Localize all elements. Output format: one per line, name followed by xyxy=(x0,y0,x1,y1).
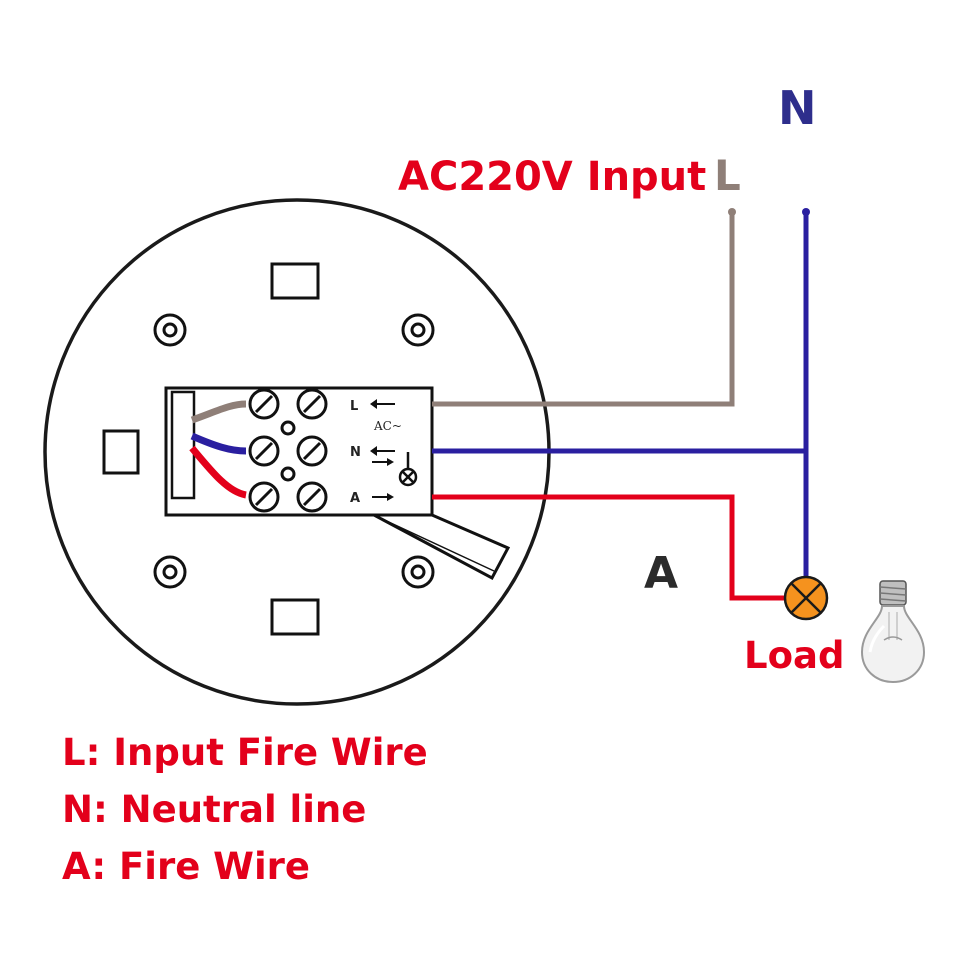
legend: L: Input Fire Wire N: Neutral line A: Fi… xyxy=(62,724,428,895)
mounting-screw xyxy=(153,313,187,347)
ac-symbol: AC~ xyxy=(373,419,402,433)
top-clip xyxy=(270,262,320,300)
legend-item-l: L: Input Fire Wire xyxy=(62,731,428,774)
left-clip xyxy=(102,429,140,475)
terminal-block: L N A AC~ xyxy=(164,386,434,517)
a-label: A xyxy=(644,548,678,599)
l-label: L xyxy=(714,151,741,200)
light-bulb-icon xyxy=(860,580,926,684)
terminal-screws xyxy=(248,388,328,513)
n-label: N xyxy=(778,81,817,135)
legend-item-a: A: Fire Wire xyxy=(62,845,311,888)
terminal-marking-l: L xyxy=(350,399,358,414)
terminal-marking-n: N xyxy=(350,445,361,460)
a-wire xyxy=(432,494,786,601)
sensor-lead xyxy=(373,513,511,581)
mounting-screw xyxy=(401,555,435,589)
load-label: Load xyxy=(744,634,844,677)
legend-item-n: N: Neutral line xyxy=(62,788,367,831)
bottom-clip xyxy=(270,598,320,636)
l-wire xyxy=(432,212,735,407)
mounting-screw xyxy=(153,555,187,589)
ac-input-label: AC220V Input xyxy=(398,154,706,200)
terminal-marking-a: A xyxy=(350,491,360,506)
indicator-lamp-icon xyxy=(398,452,418,487)
cable-clamp xyxy=(170,390,196,500)
load-lamp-icon xyxy=(783,575,829,621)
terminal-arrows xyxy=(370,399,395,501)
mounting-screw xyxy=(401,313,435,347)
